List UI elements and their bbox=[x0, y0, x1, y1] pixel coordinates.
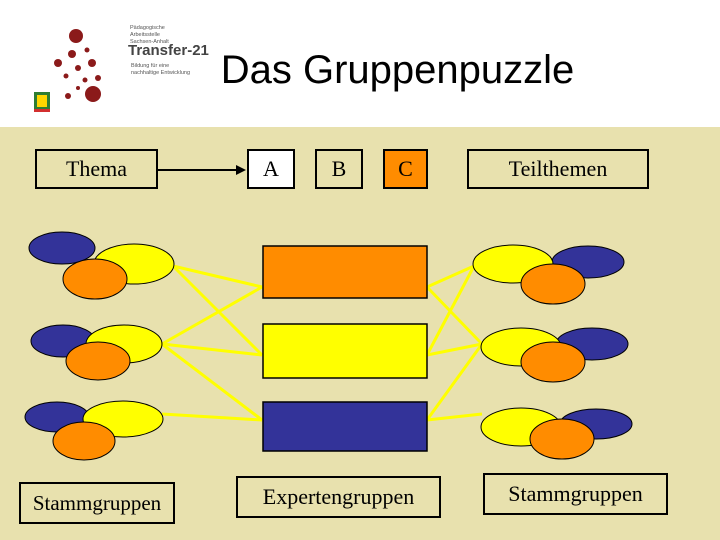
thema-arrow-head bbox=[236, 165, 246, 175]
connector-line bbox=[426, 264, 475, 289]
logo-organisation-text: Pädagogische Arbeitsstelle Sachsen-Anhal… bbox=[130, 25, 190, 46]
orange-ellipse bbox=[520, 263, 586, 305]
thema-box: Thema bbox=[35, 149, 158, 189]
connector-line bbox=[161, 412, 263, 422]
logo-title: Transfer-21 bbox=[128, 42, 209, 59]
expert-group-orange bbox=[262, 245, 428, 299]
orange-ellipse bbox=[62, 258, 128, 300]
logo-small-line-2: Sachsen-Anhalt bbox=[130, 39, 169, 45]
connector-line bbox=[425, 285, 484, 346]
right-stammgruppe-2 bbox=[480, 327, 629, 383]
logo-small-line-1: Pädagogische Arbeitsstelle bbox=[130, 25, 165, 38]
expertengruppen-box: Expertengruppen bbox=[236, 476, 441, 518]
slide-title: Das Gruppenpuzzle bbox=[220, 48, 575, 92]
stammgruppen-right-box: Stammgruppen bbox=[483, 473, 668, 515]
blue-ellipse bbox=[28, 231, 96, 265]
teilthemen-box: Teilthemen bbox=[467, 149, 649, 189]
connector-line bbox=[426, 342, 483, 357]
logo-sub-line-2: nachhaltige Entwicklung bbox=[131, 70, 191, 76]
orange-ellipse bbox=[65, 341, 131, 381]
connector-line bbox=[161, 342, 263, 357]
right-stammgruppe-1 bbox=[472, 244, 625, 305]
expert-group-yellow bbox=[262, 323, 428, 379]
connector-lines bbox=[161, 264, 484, 422]
connector-line bbox=[171, 264, 264, 357]
orange-ellipse bbox=[52, 421, 116, 461]
left-stammgruppe-3 bbox=[24, 400, 164, 461]
connector-line bbox=[161, 342, 263, 422]
topic-a-box: A bbox=[247, 149, 295, 189]
transfer21-logo: Pädagogische Arbeitsstelle Sachsen-Anhal… bbox=[30, 8, 209, 120]
logo-sub-line-1: Bildung für eine bbox=[131, 63, 170, 69]
orange-ellipse bbox=[529, 418, 595, 460]
connector-line bbox=[426, 412, 483, 422]
connector-line bbox=[425, 343, 484, 421]
connector-line bbox=[172, 264, 263, 289]
logo-dots-graphic bbox=[34, 29, 101, 112]
logo-subtitle: Bildung für eine nachhaltige Entwicklung bbox=[131, 63, 190, 77]
orange-ellipse bbox=[520, 341, 586, 383]
left-stammgruppe-2 bbox=[30, 324, 163, 381]
left-stammgruppe-1 bbox=[28, 231, 175, 300]
topic-b-box: B bbox=[315, 149, 363, 189]
topic-c-box: C bbox=[383, 149, 428, 189]
stammgruppen-left-box: Stammgruppen bbox=[19, 482, 175, 524]
right-stammgruppe-3 bbox=[480, 407, 633, 460]
slide-header bbox=[0, 0, 720, 127]
expert-group-blue bbox=[262, 401, 428, 452]
connector-line bbox=[161, 285, 263, 346]
